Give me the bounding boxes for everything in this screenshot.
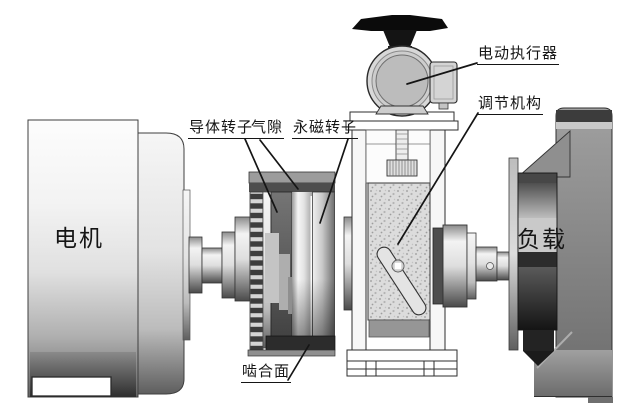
input-shaft — [188, 216, 251, 302]
pedestal-bevel-edge — [536, 331, 573, 369]
electric-actuator-label: 电动执行器 — [477, 44, 560, 65]
motor-end-cap — [137, 132, 185, 395]
adjusting-mechanism-label: 调节机构 — [477, 94, 544, 115]
handwheel-stem — [383, 30, 417, 47]
leader-pm-rotor — [319, 138, 349, 224]
leader-lines — [244, 62, 479, 381]
motor-foot-notch — [31, 376, 112, 397]
meshing-surface-label: 啮合面 — [241, 362, 292, 383]
leader-adjusting-mechanism — [397, 112, 479, 245]
coupler-top-band — [249, 183, 335, 192]
pedestal-top-band — [556, 110, 612, 122]
adjusting-lever — [376, 246, 427, 316]
bearing-front-ring — [508, 157, 519, 351]
conductor-rotor-label: 导体转子 — [188, 118, 255, 139]
load-hub — [517, 172, 558, 366]
conductor-rotor-gear-teeth — [249, 191, 264, 351]
pedestal-notch — [516, 376, 534, 397]
shaft-pin — [486, 262, 494, 270]
frame-base-rail-1 — [346, 349, 458, 362]
meshing-surface-band — [265, 335, 336, 351]
lead-screw — [395, 129, 409, 161]
pedestal-gusset — [516, 130, 571, 178]
magnetic-coupler — [247, 171, 354, 357]
actuator-mount-flange — [375, 105, 429, 115]
terminal-box-nub — [438, 102, 449, 110]
load-assembly — [508, 107, 613, 403]
load-label: 负载 — [517, 227, 567, 253]
leader-conductor-rotor — [244, 138, 278, 213]
pedestal-light-band — [556, 122, 612, 129]
electric-actuator — [352, 15, 458, 117]
frame-left-post — [351, 129, 367, 351]
air-gap-label: 气隙 — [250, 118, 285, 139]
pm-rotor-label: 永磁转子 — [292, 118, 359, 139]
actuator-face — [375, 54, 429, 108]
frame-top-cap — [345, 120, 459, 131]
coupler-bottom-rim — [247, 349, 336, 357]
handwheel — [352, 15, 448, 31]
motor-body — [27, 119, 191, 398]
motor-label: 电机 — [54, 226, 104, 252]
leader-air-gap — [259, 139, 299, 190]
frame-base-rail-2 — [346, 360, 458, 370]
leader-meshing-surface — [287, 344, 310, 381]
hub-step-1 — [265, 233, 279, 303]
hub-step-3 — [288, 277, 294, 314]
frame-base-rail-3 — [346, 368, 458, 377]
leader-electric-actuator — [406, 62, 478, 85]
slider-block-base — [368, 319, 430, 338]
hub-step-2 — [279, 254, 290, 310]
output-shaft — [432, 224, 510, 308]
pedestal-foot-step — [588, 397, 613, 403]
